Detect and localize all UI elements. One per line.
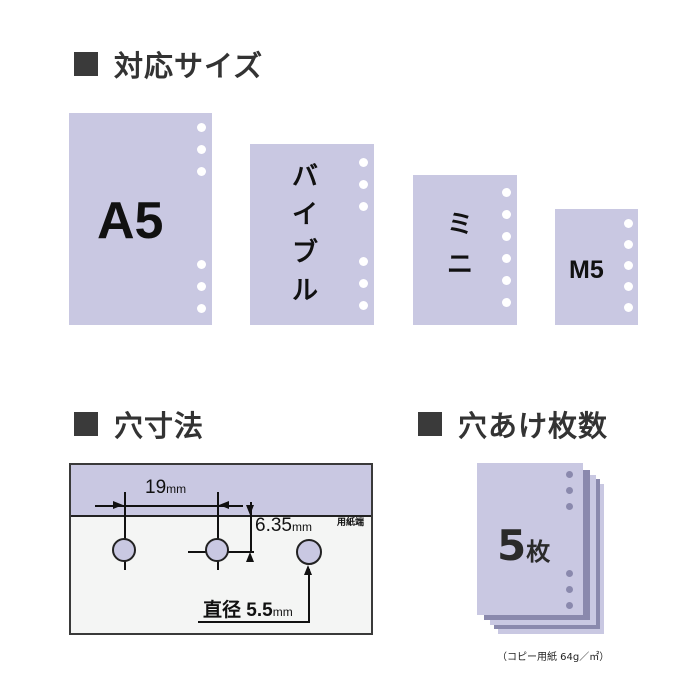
square-bullet-icon	[74, 52, 98, 76]
unit: mm	[272, 605, 293, 619]
punch-hole-icon	[502, 232, 511, 241]
size-label-vertical: バ イ ブ ル	[292, 158, 318, 310]
unit: mm	[291, 520, 312, 534]
punch-hole-icon	[197, 282, 206, 291]
arrow-right-icon	[113, 501, 123, 509]
size-card-bible: バ イ ブ ル	[250, 144, 374, 325]
punch-hole-icon	[566, 471, 573, 478]
hole-circle	[296, 539, 322, 565]
punch-hole-icon	[197, 304, 206, 313]
char: ブ	[292, 238, 319, 268]
arrow-up-icon	[304, 565, 312, 575]
punch-hole-icon	[197, 145, 206, 154]
paper-edge-label: 用紙端	[337, 517, 365, 527]
count-value: 5	[497, 521, 527, 570]
punch-hole-icon	[359, 279, 368, 288]
sheet-count-label: 5枚	[497, 521, 550, 570]
heading-text: 対応サイズ	[114, 49, 264, 83]
punch-hole-icon	[197, 123, 206, 132]
punch-hole-icon	[566, 602, 573, 609]
sheet-front: 5枚	[477, 463, 583, 615]
punch-hole-icon	[359, 301, 368, 310]
heading-text: 穴寸法	[114, 409, 205, 443]
hole-circle	[112, 538, 136, 562]
size-card-a5: A5	[69, 113, 212, 325]
punch-hole-icon	[359, 202, 368, 211]
leader-line	[308, 569, 310, 622]
hole-circle	[205, 538, 229, 562]
section-heading-dimensions: 穴寸法	[74, 403, 204, 445]
size-label: A5	[97, 192, 164, 250]
arrow-up-icon	[246, 552, 254, 562]
punch-hole-icon	[624, 303, 633, 312]
section-heading-punch-capacity: 穴あけ枚数	[418, 403, 608, 445]
hole-dimension-diagram: 19mm 6.35mm 用紙端 直径 5.5mm	[69, 463, 373, 635]
punch-hole-icon	[624, 282, 633, 291]
square-bullet-icon	[418, 412, 442, 436]
paper-area	[71, 465, 371, 517]
arrow-down-icon	[246, 505, 254, 515]
char: ル	[292, 276, 319, 306]
section-heading-sizes: 対応サイズ	[74, 43, 263, 85]
punch-hole-icon	[197, 260, 206, 269]
edge-distance-label: 6.35mm	[255, 515, 312, 537]
punch-hole-icon	[197, 167, 206, 176]
punch-hole-icon	[624, 240, 633, 249]
pitch-label: 19mm	[145, 477, 186, 499]
punch-hole-icon	[624, 261, 633, 270]
paper-weight-note: （コピー用紙 64g／㎡）	[497, 652, 610, 663]
char: イ	[292, 200, 319, 230]
char: バ	[292, 162, 319, 192]
size-card-mini: ミ ニ	[413, 175, 517, 325]
punch-hole-icon	[359, 158, 368, 167]
punch-hole-icon	[566, 586, 573, 593]
centerline	[217, 492, 219, 570]
value: 6.35	[255, 515, 292, 536]
char: ニ	[447, 250, 474, 280]
value: 19	[145, 477, 167, 498]
size-label-vertical: ミ ニ	[447, 205, 473, 285]
count-suffix: 枚	[526, 538, 551, 566]
centerline	[124, 492, 126, 570]
leader-line	[198, 621, 310, 623]
diameter-label: 直径 5.5mm	[203, 595, 293, 622]
punch-hole-icon	[502, 298, 511, 307]
size-card-m5: M5	[555, 209, 638, 325]
punch-hole-icon	[502, 188, 511, 197]
punch-hole-icon	[502, 210, 511, 219]
punch-hole-icon	[566, 487, 573, 494]
arrow-left-icon	[219, 501, 229, 509]
punch-hole-icon	[359, 180, 368, 189]
square-bullet-icon	[74, 412, 98, 436]
punch-hole-icon	[502, 276, 511, 285]
punch-hole-icon	[359, 257, 368, 266]
punch-hole-icon	[624, 219, 633, 228]
unit: mm	[166, 482, 187, 496]
punch-hole-icon	[566, 570, 573, 577]
heading-text: 穴あけ枚数	[458, 409, 609, 443]
size-label: M5	[569, 256, 604, 284]
punch-hole-icon	[502, 254, 511, 263]
char: ミ	[447, 210, 474, 240]
punch-hole-icon	[566, 503, 573, 510]
dimension-line	[250, 502, 252, 552]
value: 直径 5.5	[203, 600, 273, 621]
dimension-line	[95, 505, 243, 507]
